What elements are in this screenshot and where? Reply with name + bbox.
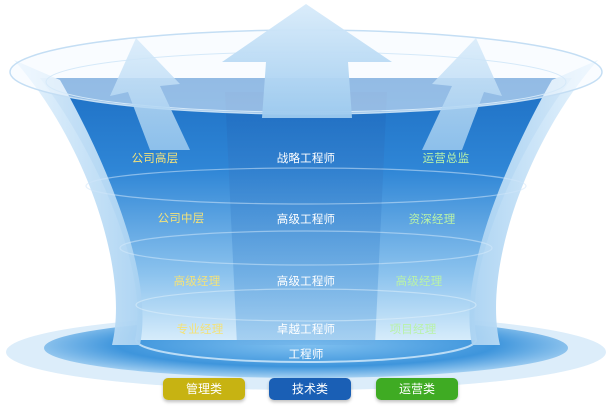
row-1-left-label: 公司高层 [131, 151, 179, 165]
row-4-right-label: 项目经理 [389, 322, 437, 336]
arrow-up-left-icon [110, 38, 190, 150]
funnel-wall-left [14, 60, 143, 345]
row-1-center-label: 战略工程师 [276, 151, 336, 165]
row-3-left-label: 高级经理 [173, 274, 221, 288]
tier-ring-3 [135, 288, 477, 322]
row-2-left-label: 公司中层 [157, 211, 205, 225]
category-tag-technical: 技术类 [269, 378, 351, 400]
row-1-right-label: 运营总监 [422, 151, 470, 165]
row-2-right-label: 资深经理 [408, 212, 456, 226]
row-2-center-label: 高级工程师 [276, 212, 336, 226]
row-4-left-label: 专业经理 [176, 322, 224, 336]
category-tag-management: 管理类 [163, 378, 245, 400]
base-label: 工程师 [288, 347, 324, 361]
funnel-center-band [225, 92, 387, 345]
row-3-center-label: 高级工程师 [276, 274, 336, 288]
funnel-wall-right [469, 60, 598, 345]
tier-ring-1 [85, 167, 527, 205]
tier-ring-2 [119, 230, 493, 266]
arrow-up-right-icon [422, 38, 502, 150]
category-tag-operations: 运营类 [376, 378, 458, 400]
row-4-center-label: 卓越工程师 [276, 322, 336, 336]
row-3-right-label: 高级经理 [395, 274, 443, 288]
arrow-up-icon [222, 4, 392, 118]
